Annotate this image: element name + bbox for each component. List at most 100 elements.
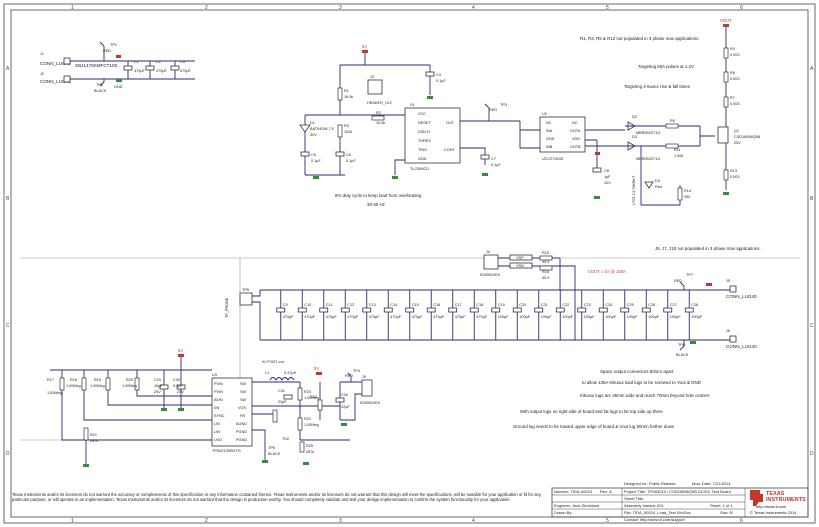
j4-name: ED555/2DS xyxy=(480,273,501,277)
row-c-left: C xyxy=(6,323,10,329)
capacitor-value: 100µF xyxy=(627,315,639,319)
d1-val: 30V xyxy=(310,133,317,137)
u3-name: TPS62130RGTR xyxy=(212,449,241,453)
d4-ref: D4 xyxy=(655,179,660,183)
c8-val: 1µF xyxy=(604,175,611,179)
r4-val: 0.003 xyxy=(730,53,740,57)
capacitor-ref: C15 xyxy=(412,303,419,307)
d3-ref: D3 xyxy=(632,135,637,139)
tb-project: Project Title: TPS63010 / CSD16556Q5B DC… xyxy=(624,489,731,494)
j4-ref: J4 xyxy=(486,250,490,254)
tb-drawn: Drawn By: xyxy=(554,510,572,515)
u2-pin-ina: INA xyxy=(546,129,553,133)
r2-ref: R2 xyxy=(376,111,381,115)
r2-val: 10.0k xyxy=(376,121,385,125)
capacitor-value: 470µF xyxy=(347,315,359,319)
u1-pin-trig: TRIG xyxy=(418,148,427,152)
u3-pin-r6: AGND xyxy=(236,422,247,426)
tb-sheet-title: Sheet Title: xyxy=(624,496,644,501)
capacitor-ref: C16 xyxy=(433,303,440,307)
u3-pin-r3: SW xyxy=(240,398,247,402)
disclaimer-text: Texas Instruments and/or its licensors d… xyxy=(12,492,541,503)
r15-ref: R15 xyxy=(542,251,549,255)
u3-chip xyxy=(211,377,253,447)
output-capacitor: C11 470µF xyxy=(319,290,338,340)
target-current-note: Targeting 60A pulses at 1.2V xyxy=(638,64,694,69)
col-3-top: 3 xyxy=(339,5,342,11)
col-1-top: 1 xyxy=(71,5,74,11)
u1-name: TLC555CD xyxy=(410,167,429,171)
r20-val: 1.00Meg xyxy=(122,384,137,388)
regulator-section: 5V R17 1.00Meg R18 1.00Meg R19 1.00Meg R… xyxy=(47,348,381,467)
tb-contact: Contact: http://www.ti.com/support xyxy=(624,517,686,522)
r15-val: 49.9 xyxy=(542,260,549,264)
r7-val: 0.003 xyxy=(730,102,740,106)
l1-val: 0.47µH xyxy=(284,371,297,375)
d1-name: BAT54SW-7-F xyxy=(310,127,335,131)
r25-val: 287k xyxy=(306,450,314,454)
capacitor-ref: C27 xyxy=(670,303,677,307)
tp5-color: BLACK xyxy=(268,452,281,456)
j6-ref: J6 xyxy=(726,329,730,333)
capacitor-value: 100µF xyxy=(670,315,682,319)
tp4-ref: TP4 xyxy=(353,369,360,373)
capacitor-value: 470µF xyxy=(283,315,295,319)
u3-pin-l1: PVIN xyxy=(214,382,223,386)
u2-ref: U2 xyxy=(542,112,547,116)
capacitor-value: 100µF xyxy=(584,315,596,319)
tb-number: Number: TIDA-00524 xyxy=(554,489,593,494)
tp7-color: RED xyxy=(674,279,682,283)
output-capacitor-bank: C9470µFC10470µFC11470µFC12470µFC13470µFC… xyxy=(276,290,703,340)
capacitor-ref: C28 xyxy=(691,303,698,307)
c29-ref: C29 xyxy=(154,378,161,382)
disclaimer: Texas Instruments and/or its licensors d… xyxy=(12,492,541,503)
u3-pin-l8: LNO xyxy=(214,438,222,442)
c8-ref: C8 xyxy=(604,169,609,173)
u3-pin-l2: PVIN xyxy=(214,390,223,394)
capacitor-value: 100µF xyxy=(541,315,553,319)
u2-pin-nc1: NC xyxy=(546,121,552,125)
j1-ref: J1 xyxy=(40,52,44,56)
layout-notes: Space output connectors 50mm apart to al… xyxy=(513,369,710,429)
q1-voltage: 25V xyxy=(734,141,741,145)
u3-pin-r2: SW xyxy=(240,390,247,394)
c29-voltage: 25V xyxy=(154,390,161,394)
u1-pin-disch: DISCH xyxy=(418,130,430,134)
c30-val: 0.1µF xyxy=(173,384,183,388)
fuse-label: SBJ1479SMFCT100 xyxy=(75,63,118,68)
capacitor-ref: C13 xyxy=(369,303,376,307)
r23-ref: R23 xyxy=(304,390,311,394)
j2-ref: J2 xyxy=(40,72,44,76)
tp8-color: BLACK xyxy=(676,353,689,357)
capacitor-value: 470µF xyxy=(326,315,338,319)
capacitor-value: 100µF xyxy=(605,315,617,319)
capacitor-value: 470µF xyxy=(455,315,467,319)
u1-pin-gnd: GND xyxy=(418,157,427,161)
tp1-color: RED xyxy=(103,49,111,53)
r1-ref: R1 xyxy=(344,89,349,93)
l1-ref: L1 xyxy=(265,371,269,375)
c4-ref: C4 xyxy=(436,73,441,77)
u3-pin-r8: PGND xyxy=(236,438,247,442)
col-6-top: 6 xyxy=(740,5,743,11)
tb-size: Size: B xyxy=(720,510,733,515)
r11-ref: R11 xyxy=(674,148,681,152)
r17-ref: R17 xyxy=(47,378,54,382)
load-section: J6, J7, J10 not populated in 3 phase max… xyxy=(225,246,761,357)
r24-ref: R24 xyxy=(310,395,317,399)
row-d-left: D xyxy=(6,451,10,457)
capacitor-value: 100µF xyxy=(691,315,703,319)
c1-ref: C1 xyxy=(134,60,139,64)
r19-val: 1.00Meg xyxy=(90,384,105,388)
note-1: Space output connectors 50mm apart xyxy=(600,369,674,374)
col-5-bottom: 5 xyxy=(606,518,609,524)
u1-pin-vcc: VCC xyxy=(418,112,426,116)
capacitor-value: 100µF xyxy=(498,315,510,319)
capacitor-ref: C19 xyxy=(498,303,505,307)
row-b-left: B xyxy=(6,196,10,202)
capacitor-ref: C11 xyxy=(326,303,333,307)
